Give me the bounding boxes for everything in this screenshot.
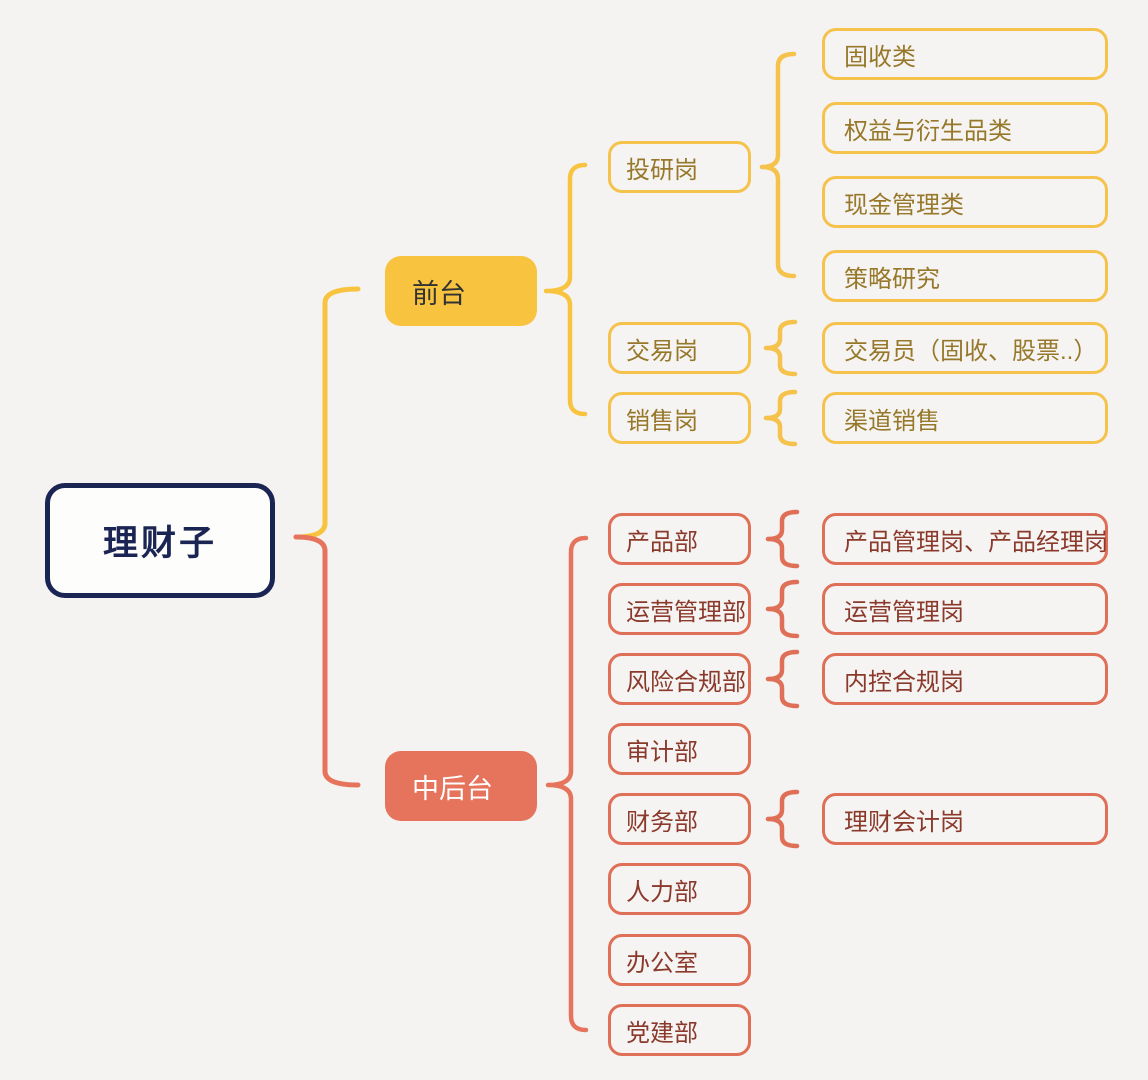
brace-finance-dept [765,789,800,849]
connector-root-upper [293,286,361,540]
brace-invest-research [759,51,797,279]
node-product-mgmt-role[interactable]: 产品管理岗、产品经理岗 [822,513,1108,565]
node-party-dept[interactable]: 党建部 [608,1004,751,1056]
brace-mid-back [545,535,589,1033]
node-accounting-role[interactable]: 理财会计岗 [822,793,1108,845]
node-sales[interactable]: 销售岗 [608,392,751,444]
node-risk-compliance-dept[interactable]: 风险合规部 [608,653,751,705]
node-fixed-income[interactable]: 固收类 [822,28,1108,80]
node-strategy-research[interactable]: 策略研究 [822,250,1108,302]
connector-root-lower [293,534,361,788]
brace-sales [763,389,798,447]
node-office-dept[interactable]: 办公室 [608,934,751,986]
node-internal-control-role[interactable]: 内控合规岗 [822,653,1108,705]
brace-trading [763,319,798,377]
node-hr-dept[interactable]: 人力部 [608,863,751,915]
branch-mid-back-office[interactable]: 中后台 [385,751,537,821]
node-product-dept[interactable]: 产品部 [608,513,751,565]
node-operations-role[interactable]: 运营管理岗 [822,583,1108,635]
node-audit-dept[interactable]: 审计部 [608,723,751,775]
brace-product-dept [765,509,800,569]
node-invest-research[interactable]: 投研岗 [608,141,751,193]
brace-front-office [543,162,588,417]
node-equity-derivatives[interactable]: 权益与衍生品类 [822,102,1108,154]
node-trader[interactable]: 交易员（固收、股票..） [822,322,1108,374]
node-operations-dept[interactable]: 运营管理部 [608,583,751,635]
brace-risk-dept [765,649,800,709]
node-trading[interactable]: 交易岗 [608,322,751,374]
node-channel-sales[interactable]: 渠道销售 [822,392,1108,444]
node-cash-management[interactable]: 现金管理类 [822,176,1108,228]
branch-front-office[interactable]: 前台 [385,256,537,326]
root-node[interactable]: 理财子 [45,483,275,598]
brace-operations-dept [765,579,800,639]
node-finance-dept[interactable]: 财务部 [608,793,751,845]
